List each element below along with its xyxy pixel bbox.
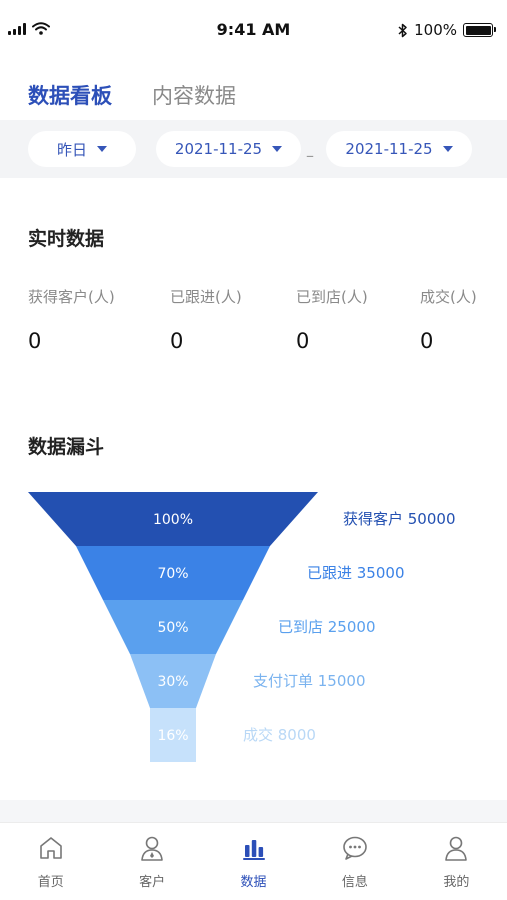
bottom-separator bbox=[0, 800, 507, 822]
battery-icon bbox=[463, 23, 496, 37]
top-tabs: 数据看板 内容数据 bbox=[0, 60, 507, 120]
status-time: 9:41 AM bbox=[216, 20, 291, 39]
start-date-select[interactable]: 2021-11-25 bbox=[156, 131, 301, 167]
data-chart-icon bbox=[242, 840, 265, 860]
nav-data[interactable]: 数据 bbox=[203, 823, 304, 900]
funnel-stage bbox=[28, 492, 318, 546]
caret-down-icon bbox=[97, 146, 107, 152]
tab-dashboard[interactable]: 数据看板 bbox=[28, 84, 112, 108]
bottom-nav: 首页 客户 数据 信息 我的 bbox=[0, 822, 507, 900]
funnel-percent: 70% bbox=[157, 566, 188, 582]
tab-content-data[interactable]: 内容数据 bbox=[152, 84, 236, 108]
home-icon bbox=[39, 837, 62, 859]
stat-deals: 成交(人) 0 bbox=[420, 286, 477, 353]
funnel-label: 获得客户 50000 bbox=[343, 510, 456, 528]
funnel-percent: 100% bbox=[153, 512, 193, 528]
end-date-value: 2021-11-25 bbox=[345, 140, 433, 158]
period-select[interactable]: 昨日 bbox=[28, 131, 136, 167]
stat-value: 0 bbox=[170, 329, 184, 353]
caret-down-icon bbox=[272, 146, 283, 152]
stat-value: 0 bbox=[296, 329, 310, 353]
stat-followed: 已跟进(人) 0 bbox=[170, 286, 242, 353]
stat-label: 已到店(人) bbox=[296, 288, 368, 306]
date-separator: – bbox=[306, 146, 314, 165]
status-bar: 9:41 AM 100% bbox=[0, 0, 507, 60]
period-value: 昨日 bbox=[56, 140, 87, 159]
nav-label: 信息 bbox=[341, 875, 368, 890]
nav-home[interactable]: 首页 bbox=[0, 823, 101, 900]
funnel-percent: 50% bbox=[157, 620, 188, 636]
funnel-percent: 16% bbox=[157, 728, 188, 744]
caret-down-icon bbox=[442, 146, 453, 152]
funnel-label: 已到店 25000 bbox=[278, 618, 376, 636]
stat-value: 0 bbox=[420, 329, 434, 353]
funnel-title: 数据漏斗 bbox=[28, 436, 105, 458]
nav-label: 数据 bbox=[240, 875, 267, 890]
nav-message[interactable]: 信息 bbox=[304, 823, 405, 900]
end-date-select[interactable]: 2021-11-25 bbox=[326, 131, 472, 167]
stat-customers: 获得客户(人) 0 bbox=[28, 286, 115, 353]
funnel-percent: 30% bbox=[157, 674, 188, 690]
wifi-icon bbox=[32, 22, 50, 35]
status-left bbox=[8, 22, 50, 35]
realtime-title: 实时数据 bbox=[28, 228, 105, 250]
funnel-stage bbox=[130, 654, 216, 708]
funnel-stage bbox=[103, 600, 243, 654]
funnel-stage bbox=[76, 546, 270, 600]
nav-label: 我的 bbox=[443, 875, 470, 890]
customer-icon bbox=[141, 836, 163, 861]
profile-icon bbox=[445, 836, 468, 861]
nav-label: 客户 bbox=[139, 875, 166, 890]
stat-label: 获得客户(人) bbox=[28, 288, 115, 306]
filter-bar: 昨日 2021-11-25 – 2021-11-25 bbox=[0, 120, 507, 178]
funnel-label: 支付订单 15000 bbox=[253, 672, 366, 690]
signal-icon bbox=[8, 23, 26, 35]
bluetooth-icon bbox=[398, 23, 407, 37]
stat-label: 成交(人) bbox=[420, 288, 477, 306]
message-icon bbox=[343, 836, 367, 860]
funnel-label: 成交 8000 bbox=[243, 726, 316, 744]
nav-customer[interactable]: 客户 bbox=[101, 823, 202, 900]
nav-profile[interactable]: 我的 bbox=[406, 823, 507, 900]
funnel-stage bbox=[150, 708, 196, 762]
funnel-label: 已跟进 35000 bbox=[307, 564, 405, 582]
nav-label: 首页 bbox=[37, 875, 64, 890]
stat-label: 已跟进(人) bbox=[170, 288, 242, 306]
status-right: 100% bbox=[398, 21, 496, 39]
funnel-chart: 100% 获得客户 50000 70% 已跟进 35000 50% 已到店 25000 30… bbox=[28, 492, 456, 762]
stat-visited: 已到店(人) 0 bbox=[296, 286, 368, 353]
battery-percent: 100% bbox=[414, 21, 457, 39]
stat-value: 0 bbox=[28, 329, 42, 353]
start-date-value: 2021-11-25 bbox=[174, 140, 263, 158]
